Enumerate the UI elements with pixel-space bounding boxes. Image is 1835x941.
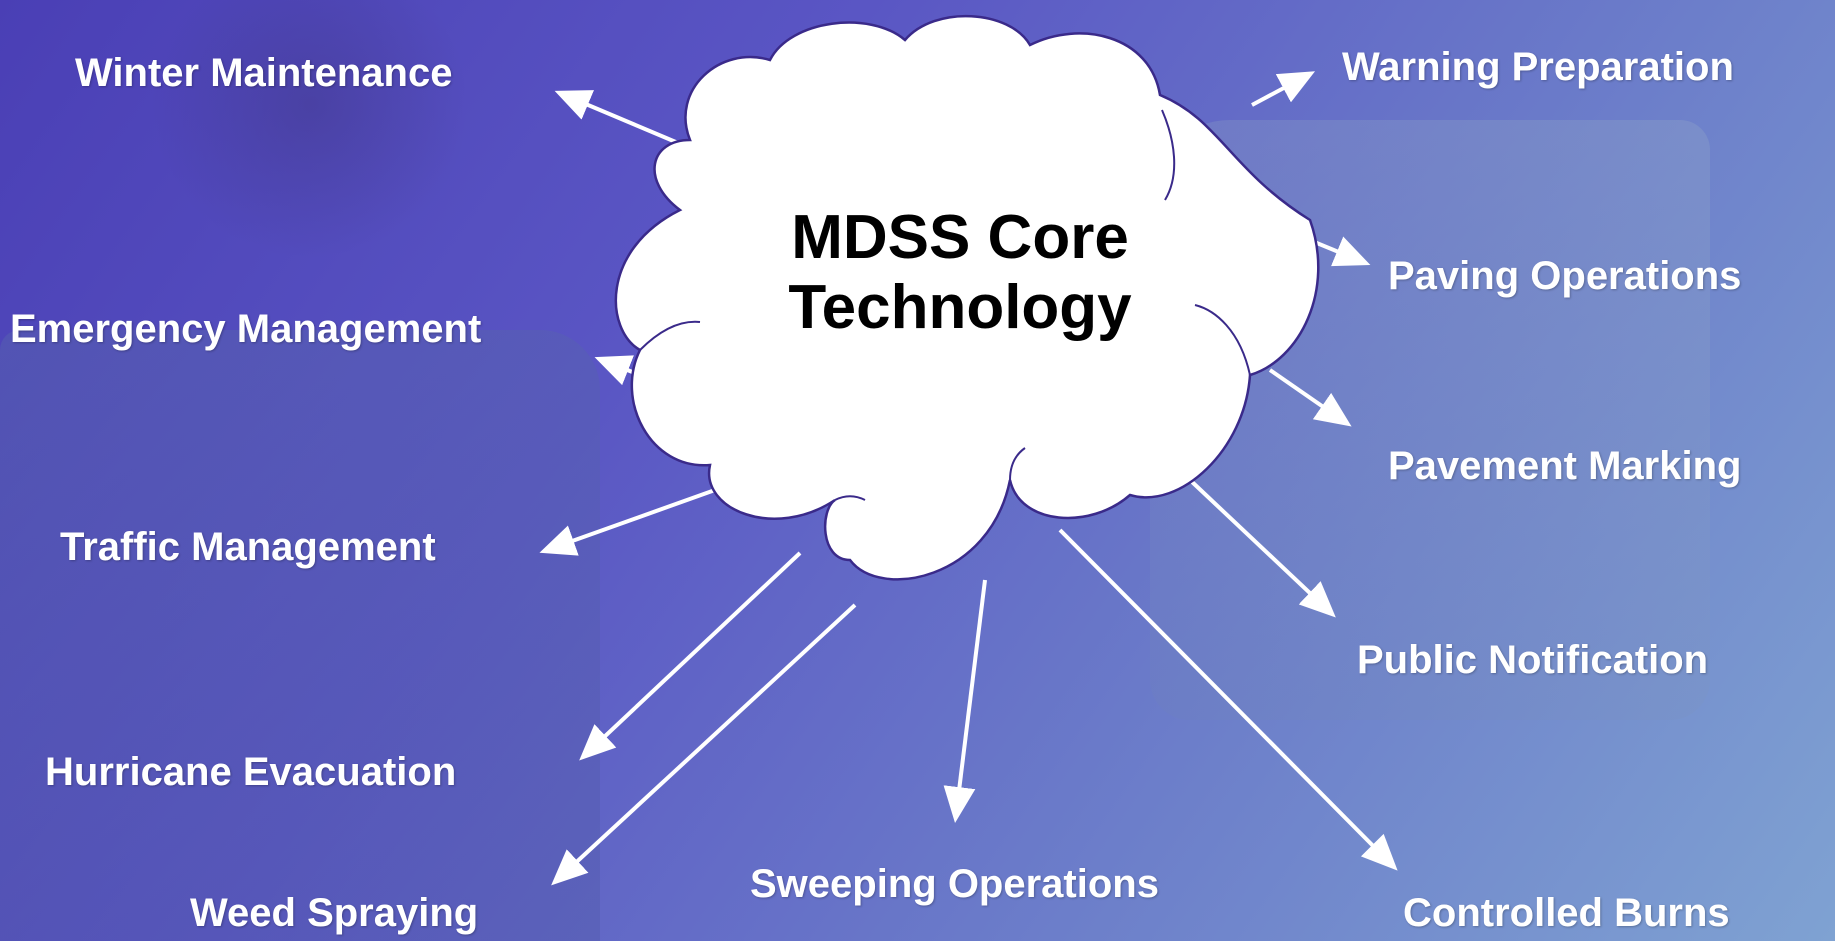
- cloud-inner-curve: [1009, 447, 1026, 481]
- cloud-inner-curve: [639, 320, 701, 351]
- label-emergency-management: Emergency Management: [10, 307, 482, 351]
- arrow-pavement-marking: [1268, 368, 1352, 427]
- core-title-line2: Technology: [788, 273, 1132, 343]
- arrow-controlled-burns: [1058, 528, 1398, 871]
- label-weed-spraying: Weed Spraying: [190, 891, 479, 935]
- arrow-group: [539, 71, 1398, 886]
- label-public-notification: Public Notification: [1357, 638, 1709, 682]
- arrow-winter-maintenance: [554, 90, 691, 150]
- label-sweeping-operations: Sweeping Operations: [750, 862, 1159, 906]
- arrow-public-notification: [1188, 478, 1336, 618]
- arrow-traffic-management: [539, 488, 716, 556]
- label-hurricane-evacuation: Hurricane Evacuation: [45, 750, 457, 794]
- label-controlled-burns: Controlled Burns: [1403, 891, 1730, 935]
- cloud-inner-curve: [1194, 304, 1251, 376]
- label-traffic-management: Traffic Management: [60, 525, 436, 569]
- label-warning-preparation: Warning Preparation: [1342, 45, 1734, 89]
- cloud-inner-curve: [1161, 109, 1176, 201]
- label-paving-operations: Paving Operations: [1388, 254, 1742, 298]
- label-pavement-marking: Pavement Marking: [1388, 444, 1742, 488]
- arrow-weed-spraying: [551, 603, 857, 886]
- arrow-hurricane-evacuation: [579, 551, 802, 761]
- arrow-sweeping-operations: [943, 579, 987, 823]
- cloud-shape: [614, 14, 1320, 581]
- cloud-inner-curve: [834, 495, 866, 501]
- core-title-line1: MDSS Core: [791, 203, 1129, 272]
- core-cloud: [614, 14, 1320, 581]
- label-winter-maintenance: Winter Maintenance: [75, 51, 453, 95]
- arrow-warning-preparation: [1251, 71, 1316, 107]
- core-technology-title: MDSS Core Technology: [720, 203, 1200, 343]
